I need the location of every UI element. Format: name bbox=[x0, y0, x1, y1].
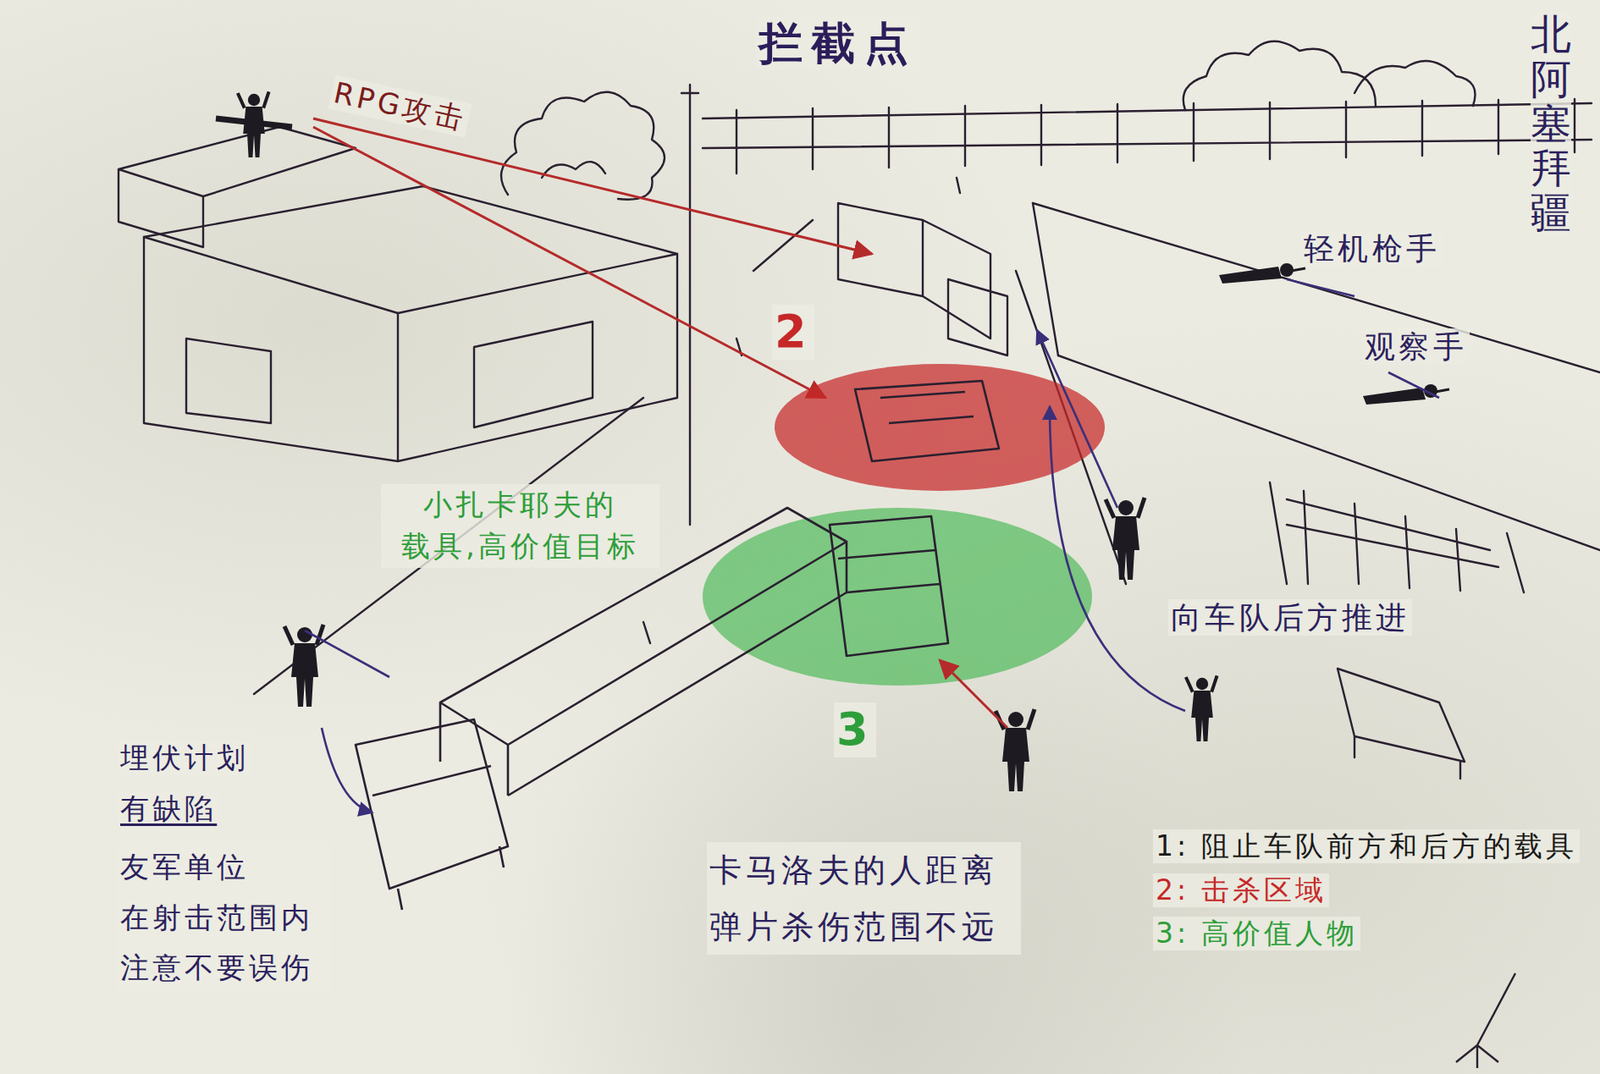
target-note: 小扎卡耶夫的 载具,高价值目标 bbox=[380, 484, 660, 569]
key-line: 3: 高价值人物 bbox=[1153, 916, 1361, 951]
region-label: 北阿塞拜疆 bbox=[1530, 11, 1572, 236]
key-line: 2: 击杀区域 bbox=[1153, 873, 1330, 908]
key-line: 1: 阻止车队前方和后方的载具 bbox=[1153, 829, 1580, 864]
callout-number: 3 bbox=[833, 702, 877, 758]
warning-note: 卡马洛夫的人距离 弹片杀伤范围不远 bbox=[706, 842, 1021, 955]
plan-note: 埋伏计划 bbox=[117, 740, 252, 776]
title: 拦截点 bbox=[755, 16, 920, 70]
unit-label: 观察手 bbox=[1362, 328, 1470, 365]
move-label: 向车队后方推进 bbox=[1168, 599, 1413, 636]
plan-note: 友军单位 在射击范围内 注意不要误伤 bbox=[117, 842, 331, 994]
plan-note: 有缺陷 bbox=[117, 791, 220, 827]
unit-label: 轻机枪手 bbox=[1301, 230, 1443, 267]
callout-number: 2 bbox=[772, 304, 815, 360]
